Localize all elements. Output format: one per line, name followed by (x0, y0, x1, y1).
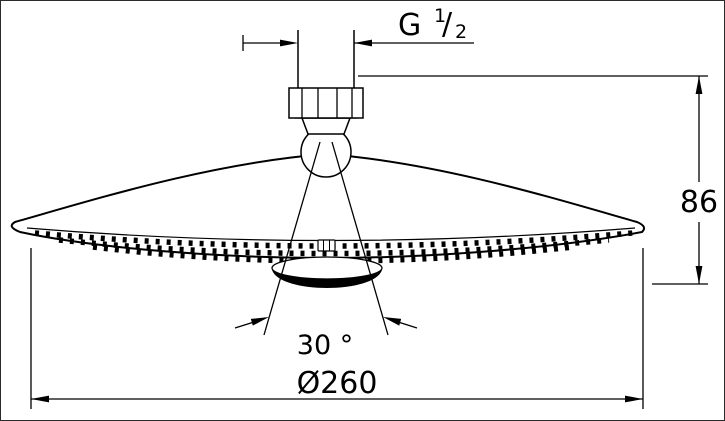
thread-label-numerator: 1 (434, 5, 446, 27)
thread-label-denominator: 2 (455, 21, 467, 43)
height-arrow-down (695, 266, 703, 284)
spray-cap-dark-ring (272, 270, 382, 288)
angle-arrow-left (250, 317, 269, 326)
angle-value: 30 ° (297, 330, 353, 361)
dimension-diameter: Ø260 (30, 248, 644, 409)
dimension-height: 86 (358, 75, 718, 285)
thread-arrow-right (354, 39, 372, 47)
thread-label-slash: / (442, 7, 453, 42)
shower-head-body (10, 30, 646, 336)
center-nozzle-detail (317, 239, 336, 252)
angle-arrow-right (383, 317, 402, 326)
connector-nut (288, 87, 364, 119)
diameter-value: Ø260 (297, 366, 378, 401)
diameter-arrow-right (625, 395, 643, 403)
height-arrow-up (695, 76, 703, 94)
thread-arrow-left (280, 39, 298, 47)
height-value: 86 (680, 185, 718, 220)
diameter-arrow-left (31, 395, 49, 403)
connector-collar (300, 117, 352, 135)
spray-cone-lines (263, 141, 389, 336)
spray-cap (271, 256, 383, 288)
dimension-thread: G 1 / 2 (242, 5, 474, 51)
thread-label-prefix: G (398, 8, 421, 43)
dimension-angle: 30 ° (234, 317, 418, 361)
supply-pipe (297, 30, 355, 88)
